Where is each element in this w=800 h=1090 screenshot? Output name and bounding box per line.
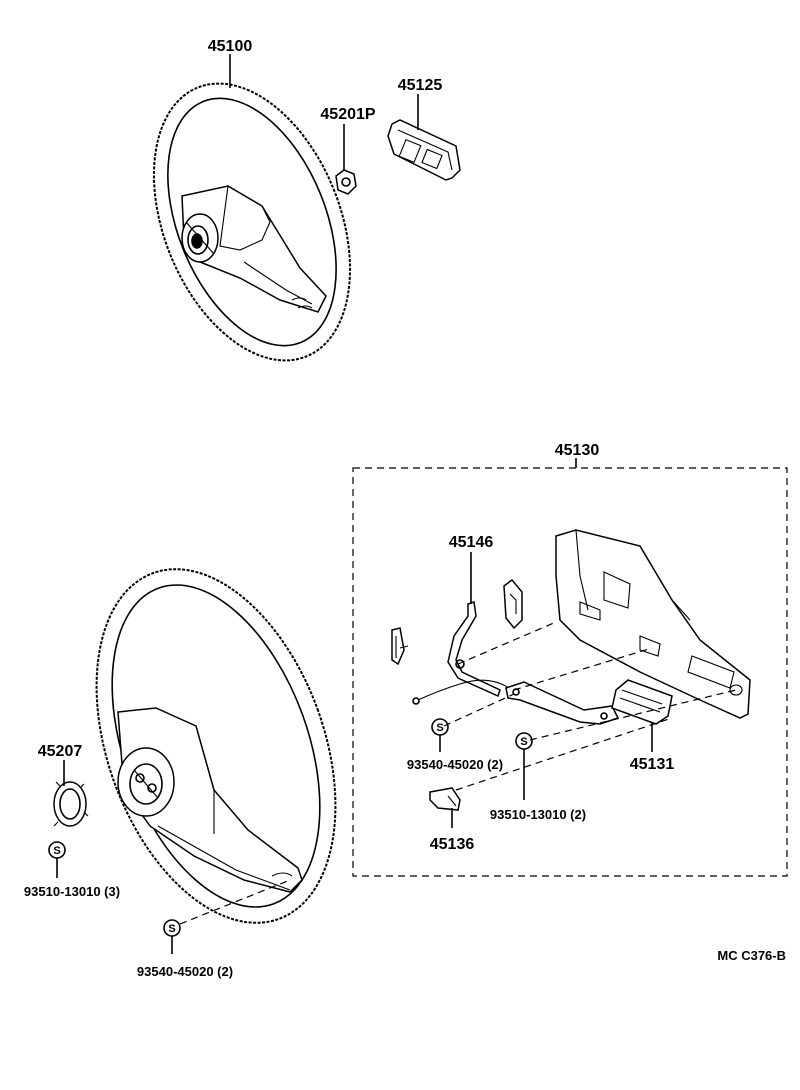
horn-wire	[417, 679, 513, 701]
label-45136: 45136	[430, 836, 475, 853]
svg-text:S: S	[53, 845, 60, 857]
guide-line-2	[513, 647, 653, 691]
horn-pad-45130	[555, 529, 751, 719]
guide-line-1	[457, 621, 557, 665]
label-45146: 45146	[449, 534, 494, 551]
emblem-45125	[387, 119, 461, 181]
guide-line-5	[455, 717, 673, 791]
contact-plate-45146: 45146	[447, 534, 501, 698]
screw-symbol-d: S	[163, 919, 181, 937]
screw-symbol-b: S	[515, 732, 533, 750]
clip-45136: 45136	[429, 787, 475, 853]
connector-small	[391, 627, 409, 666]
label-45207: 45207	[38, 743, 83, 760]
label-45125: 45125	[398, 77, 443, 94]
label-93510-13010-a: 93510-13010 (2)	[490, 807, 586, 822]
ring-45207: 45207	[38, 743, 89, 827]
screw-symbol-c: S	[48, 841, 66, 859]
label-93540-45020-b: 93540-45020 (2)	[137, 964, 233, 979]
label-45201p: 45201P	[320, 106, 375, 123]
diagram-code: MC C376-B	[717, 948, 786, 963]
nut-45201p	[335, 169, 357, 195]
svg-text:S: S	[436, 722, 443, 734]
guide-line-6	[179, 879, 291, 925]
label-93540-45020-a: 93540-45020 (2)	[407, 757, 503, 772]
switch-45131: 45131	[611, 679, 675, 773]
svg-text:S: S	[168, 923, 175, 935]
label-45100: 45100	[208, 38, 253, 55]
assembly-box-45130: 45130	[352, 442, 788, 877]
horn-bracket	[505, 681, 620, 725]
label-93510-13010-b: 93510-13010 (3)	[24, 884, 120, 899]
steering-wheel-bottom	[95, 568, 337, 924]
svg-text:S: S	[520, 736, 527, 748]
clip-small	[503, 578, 523, 630]
label-45130: 45130	[555, 442, 600, 459]
label-45131: 45131	[630, 756, 675, 773]
guide-line-3	[443, 693, 515, 727]
screw-symbol-a: S	[431, 718, 449, 736]
steering-wheel-top	[152, 82, 352, 362]
